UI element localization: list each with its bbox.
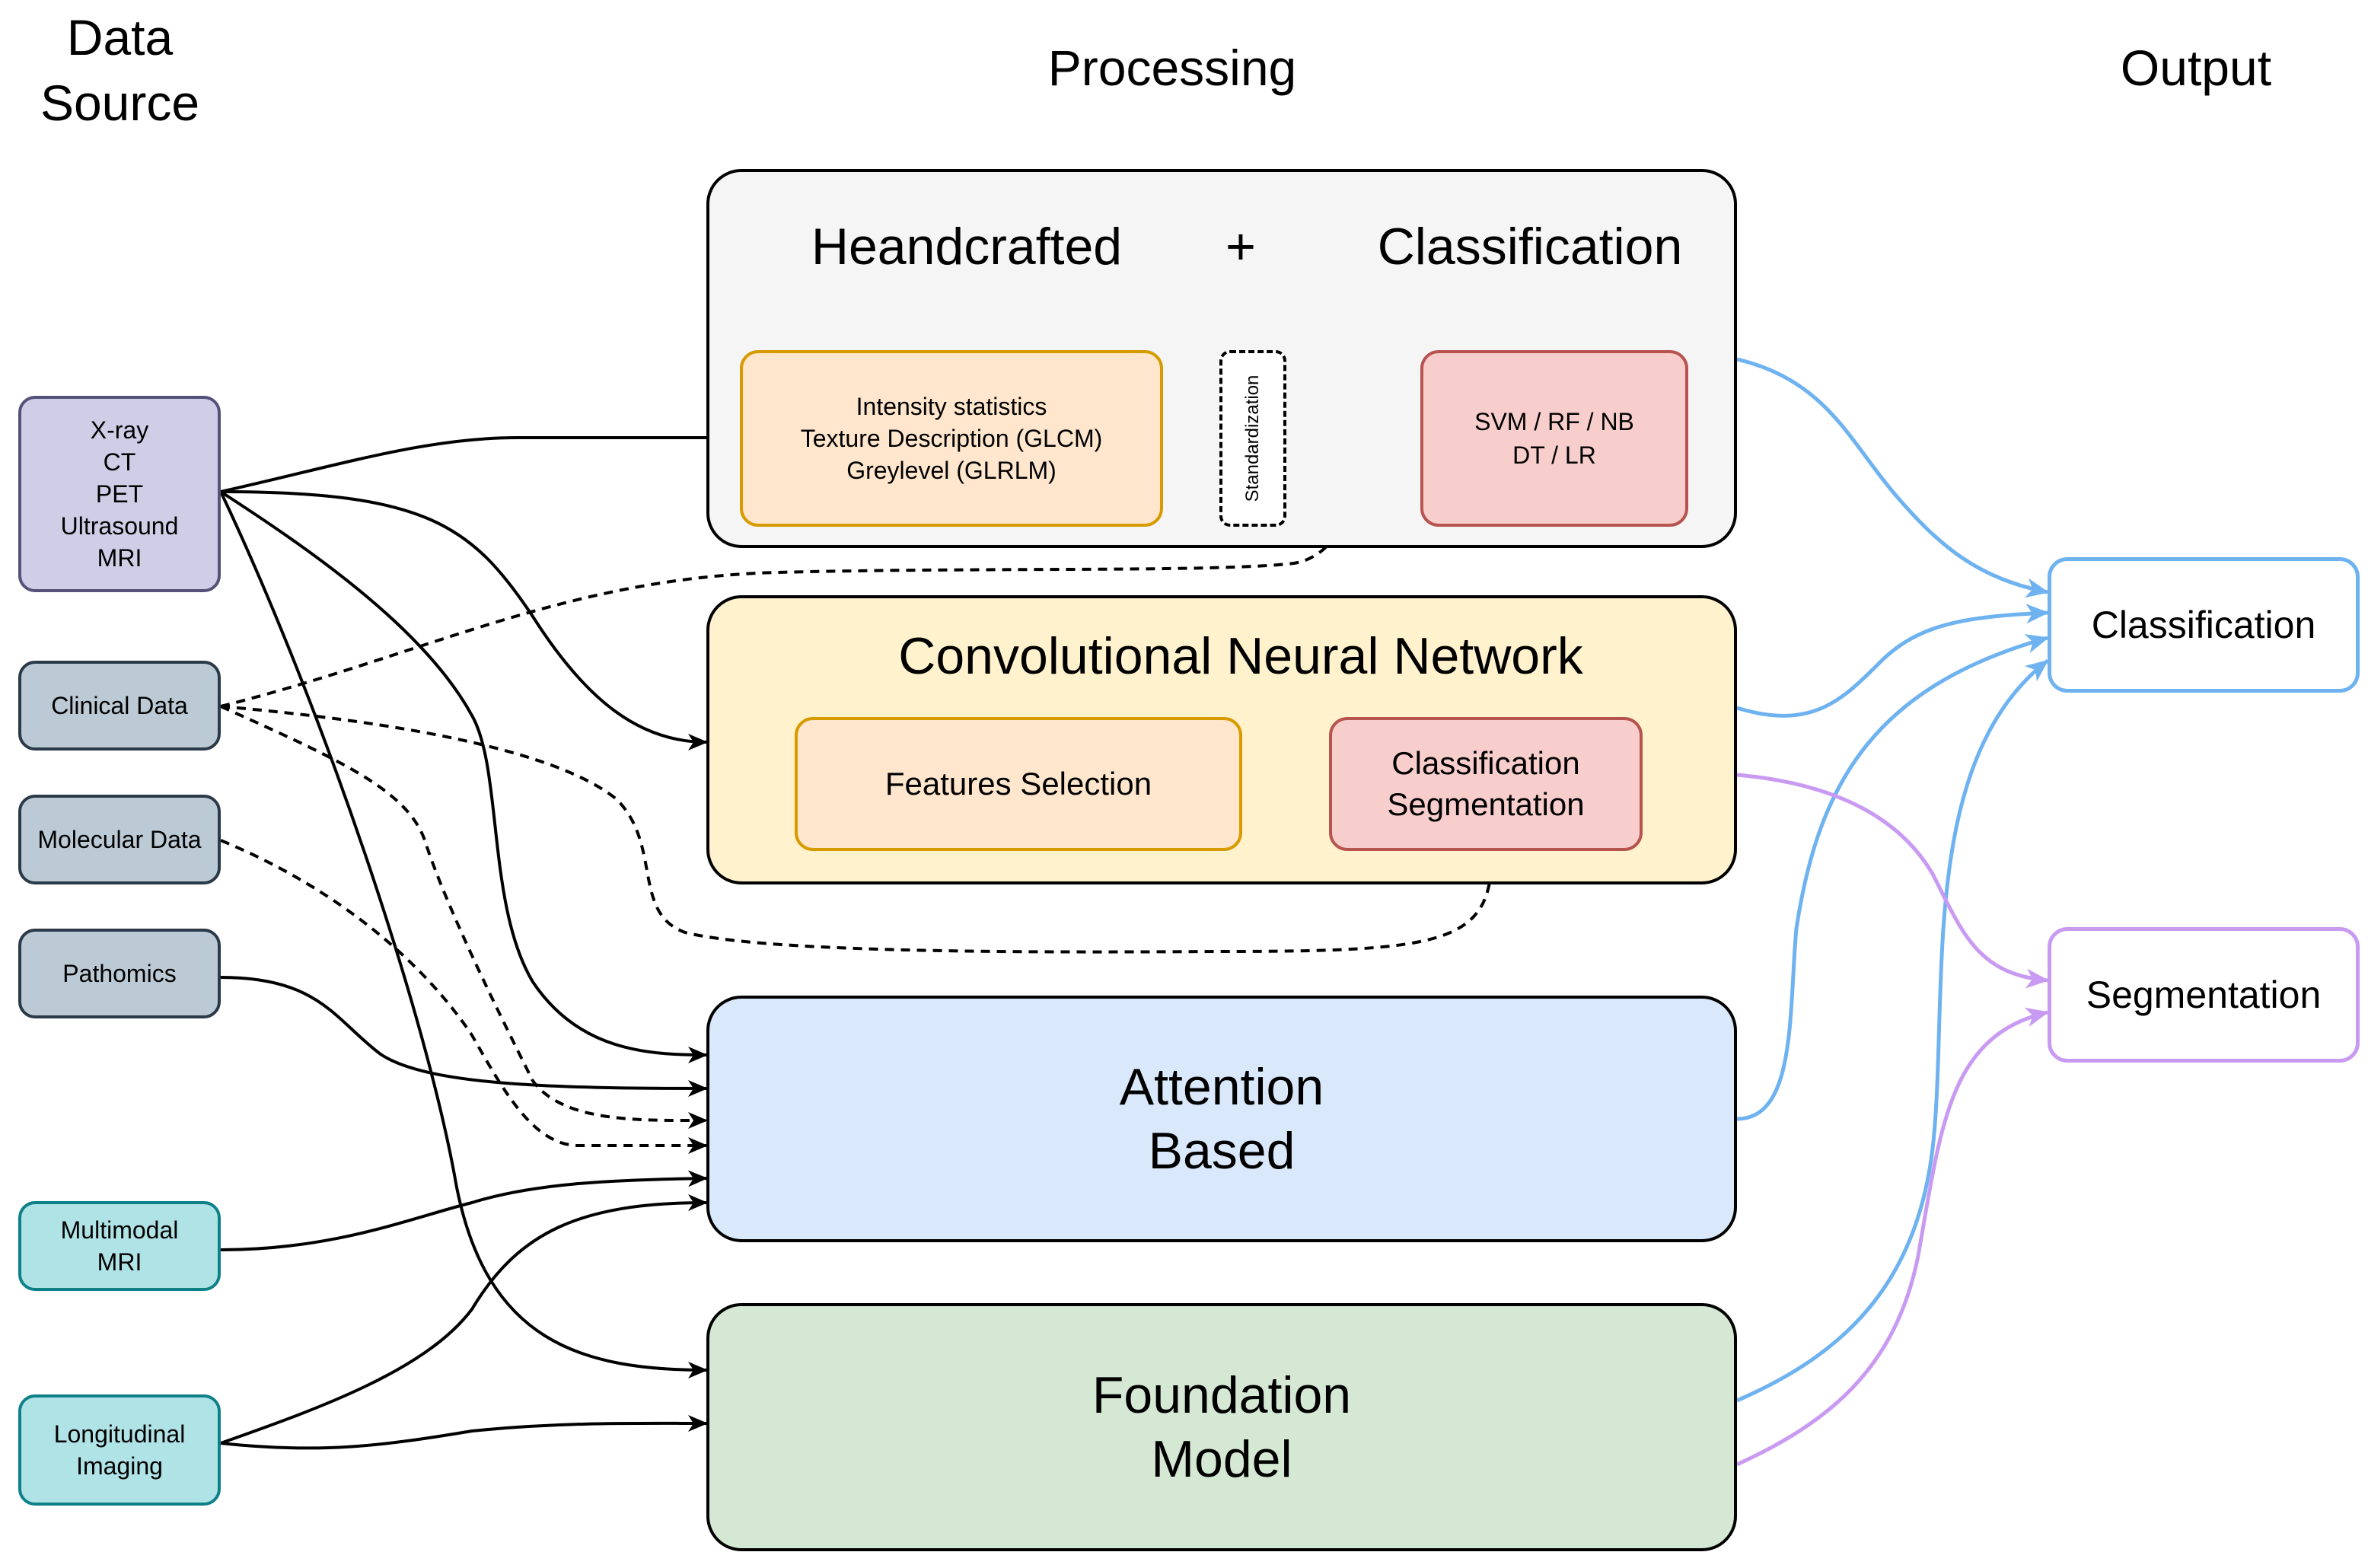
edge-imaging-cnn	[220, 490, 708, 751]
edge-cnn-classification	[1736, 604, 2049, 718]
cnn-class-seg-box: Classification Segmentation	[1329, 717, 1643, 851]
attention-line1: Attention	[1119, 1058, 1324, 1116]
source-longitudinal-line2: Imaging	[76, 1452, 163, 1480]
edge-clinical-sum	[220, 464, 1363, 708]
edge-attention-classification	[1736, 634, 2049, 1121]
source-multimodal-line1: Multimodal	[60, 1216, 179, 1244]
source-multimodal-mri: Multimodal MRI	[18, 1201, 221, 1291]
source-imaging-mri: MRI	[97, 544, 142, 572]
edge-longitudinal-attention	[220, 1194, 708, 1445]
column-title-data-source-line2: Source	[40, 75, 200, 131]
edge-multimodal-attention	[220, 1170, 708, 1251]
source-imaging-pet: PET	[95, 480, 144, 508]
handcrafted-plus: +	[1225, 218, 1256, 276]
edge-pathomics-attention	[220, 976, 708, 1097]
handcrafted-features-box: Intensity statistics Texture Description…	[740, 350, 1163, 527]
edge-clinical-attention	[220, 705, 708, 1130]
cnn-title: Convolutional Neural Network	[898, 627, 1583, 685]
column-title-processing: Processing	[1047, 40, 1297, 96]
edge-molecular-attention	[220, 839, 708, 1154]
edge-clinical-cnn-seg	[220, 705, 1500, 954]
foundation-line2: Model	[1151, 1430, 1292, 1488]
cnn-seg-label: Segmentation	[1387, 786, 1585, 822]
source-molecular-label: Molecular Data	[37, 826, 202, 853]
standardization-box: Standardization	[1219, 350, 1286, 527]
foundation-line1: Foundation	[1092, 1366, 1352, 1424]
classifier-line2: DT / LR	[1512, 441, 1596, 469]
column-title-output: Output	[2120, 40, 2272, 96]
source-pathomics-label: Pathomics	[62, 960, 177, 987]
classifier-line1: SVM / RF / NB	[1474, 408, 1634, 435]
panel-foundation-model: Foundation Model	[706, 1303, 1737, 1551]
feature-glcm: Texture Description (GLCM)	[800, 425, 1103, 452]
edge-imaging-attention	[219, 490, 708, 1063]
classifier-box: SVM / RF / NB DT / LR	[1420, 350, 1688, 527]
attention-line2: Based	[1148, 1122, 1296, 1180]
standardization-label: Standardization	[1242, 374, 1263, 502]
column-title-data-source-line1: Data	[66, 9, 174, 65]
source-imaging-ultrasound: Ultrasound	[60, 512, 179, 540]
source-imaging-ct: CT	[103, 448, 136, 476]
source-molecular: Molecular Data	[18, 795, 221, 884]
output-classification: Classification	[2048, 557, 2360, 693]
column-title-data-source: Data Source	[15, 5, 225, 135]
output-classification-label: Classification	[2091, 604, 2316, 646]
edge-imaging-handcrafted	[220, 429, 741, 493]
feature-intensity: Intensity statistics	[856, 393, 1047, 420]
source-longitudinal-imaging: Longitudinal Imaging	[18, 1394, 221, 1506]
cnn-class-label: Classification	[1391, 745, 1580, 781]
edge-handcrafted-classification	[1736, 357, 2049, 598]
handcrafted-title: Heandcrafted	[811, 218, 1123, 276]
source-clinical: Clinical Data	[18, 661, 221, 751]
panel-attention-based: Attention Based	[706, 996, 1737, 1242]
feature-glrlm: Greylevel (GLRLM)	[846, 457, 1057, 484]
source-pathomics: Pathomics	[18, 929, 221, 1018]
edge-foundation-segmentation	[1735, 1007, 2049, 1467]
source-clinical-label: Clinical Data	[51, 692, 188, 719]
edge-imaging-foundation	[219, 491, 708, 1378]
output-segmentation-label: Segmentation	[2086, 974, 2322, 1016]
classification-title: Classification	[1377, 218, 1683, 276]
output-segmentation: Segmentation	[2048, 927, 2360, 1063]
edge-longitudinal-foundation	[220, 1414, 708, 1450]
source-imaging-xray: X-ray	[90, 416, 149, 444]
source-multimodal-line2: MRI	[97, 1248, 142, 1276]
source-longitudinal-line1: Longitudinal	[53, 1420, 186, 1448]
edge-cnn-segmentation	[1736, 773, 2049, 989]
source-imaging: X-ray CT PET Ultrasound MRI	[18, 396, 221, 592]
edge-foundation-classification	[1736, 659, 2049, 1403]
cnn-features-selection-box: Features Selection	[795, 717, 1242, 851]
cnn-features-selection-label: Features Selection	[884, 766, 1152, 802]
